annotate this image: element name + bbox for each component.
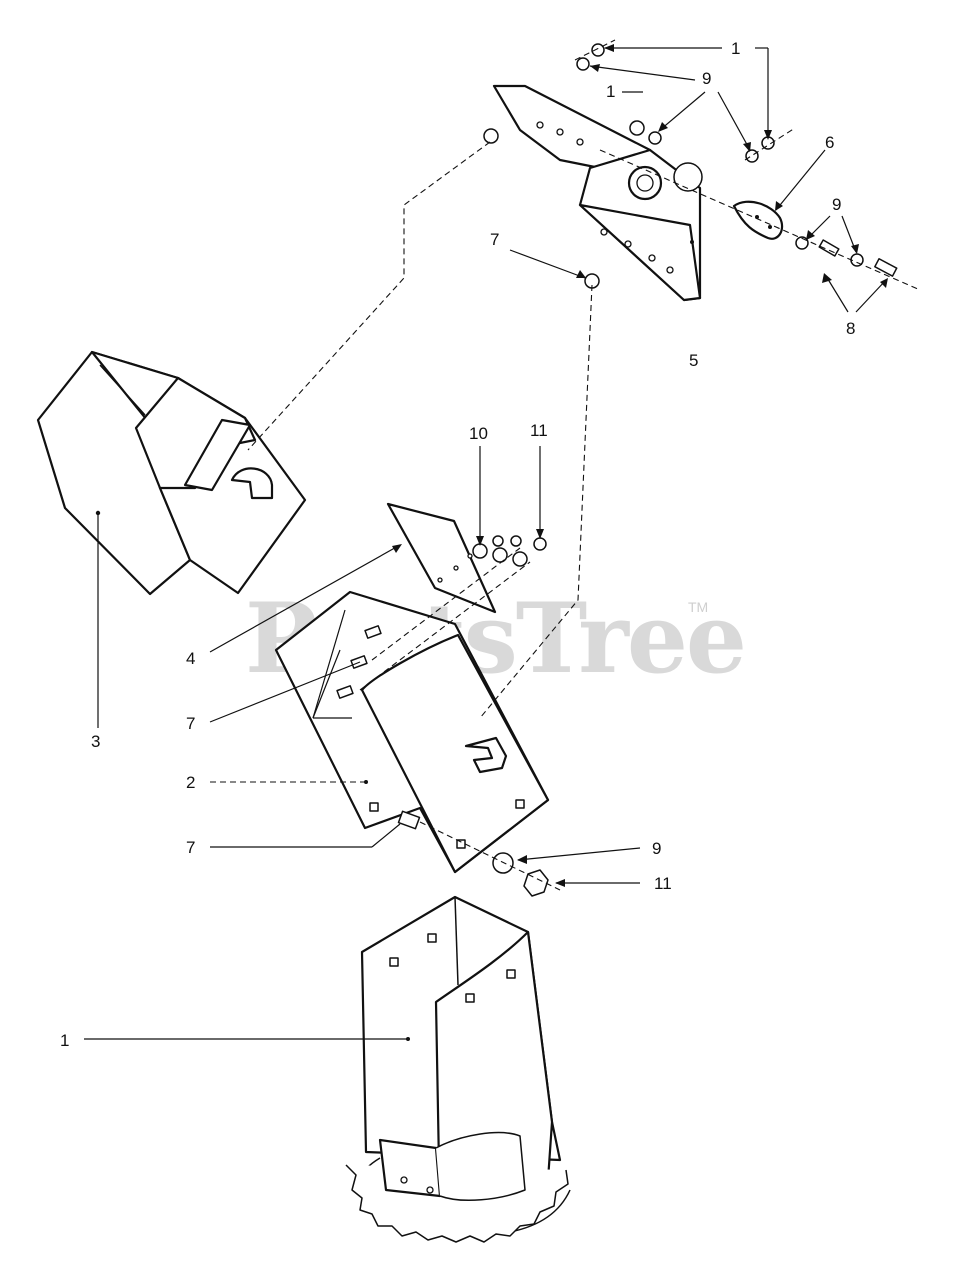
assembly-line-plate (359, 561, 531, 691)
arrow-heads (392, 44, 888, 887)
upper-axis-line (574, 39, 616, 61)
watermark-trademark: TM (688, 599, 708, 615)
callout-10: 10 (469, 424, 488, 443)
callout-7-top: 7 (490, 230, 499, 249)
assembly-line-plate-2 (371, 547, 521, 661)
callout-2: 2 (186, 773, 195, 792)
assembly-line-hood (247, 141, 491, 451)
pivot-axis-line (599, 149, 921, 291)
callout-9-low: 9 (652, 839, 661, 858)
chute-hardware (397, 810, 561, 897)
callout-5: 5 (689, 351, 698, 370)
assembly-line-chute (479, 284, 593, 719)
callout-9-right: 9 (832, 195, 841, 214)
callout-6: 6 (825, 133, 834, 152)
chute-base (345, 895, 571, 1243)
callout-8: 8 (846, 319, 855, 338)
small-plate (386, 502, 497, 614)
callout-7-mid: 7 (186, 714, 195, 733)
callout-11-low: 11 (654, 874, 672, 893)
callout-7-low: 7 (186, 838, 195, 857)
callout-1-bottom: 1 (60, 1031, 69, 1050)
callout-3: 3 (91, 732, 100, 751)
lever-part (732, 200, 784, 240)
bracket-assembly (492, 84, 703, 302)
deflector-hood (36, 350, 307, 596)
callout-11-top: 11 (530, 421, 548, 440)
leader-lines (84, 47, 887, 1040)
callout-1-small: 1 (606, 82, 615, 101)
callout-4: 4 (186, 649, 195, 668)
callout-9-top: 9 (702, 69, 711, 88)
callout-1-top: 1 (731, 39, 740, 58)
plate-hardware (472, 535, 547, 567)
bracket-hardware (483, 43, 898, 289)
